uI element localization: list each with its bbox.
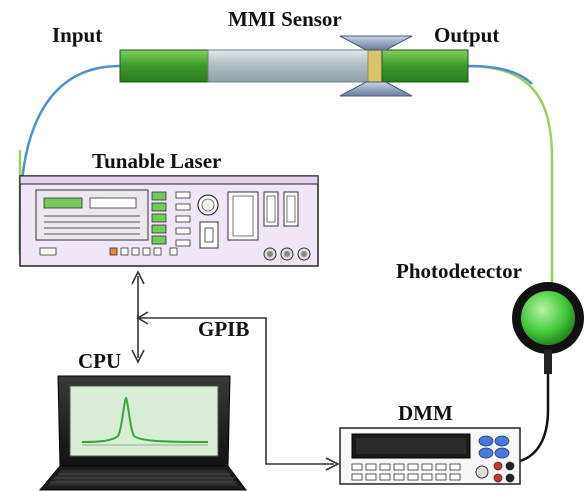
laptop-screen xyxy=(69,385,219,457)
laser-small-keys xyxy=(175,191,191,247)
sensor-input-fiber-segment xyxy=(119,49,209,83)
dmm-knob xyxy=(475,465,489,479)
gpib-bus-line xyxy=(138,317,334,465)
laser-connectors xyxy=(263,247,311,261)
laser-display-bar-green xyxy=(43,197,83,209)
laser-display-frame xyxy=(35,189,149,241)
laser-display-bar xyxy=(89,197,137,209)
sensor-gold-band xyxy=(367,49,383,83)
mmi-sensor xyxy=(119,35,469,97)
laptop-trace xyxy=(81,396,209,443)
sensor-output-fiber-segment xyxy=(381,49,469,83)
detector-lens xyxy=(521,291,575,345)
output-fiber-blue xyxy=(467,64,533,85)
laser-bottom-keys xyxy=(39,247,178,256)
output-label: Output xyxy=(434,23,499,47)
sensor-clamp-bottom xyxy=(339,81,413,97)
dmm-blue-keys xyxy=(478,435,510,459)
output-fiber xyxy=(467,64,554,290)
gpib-connections xyxy=(131,270,340,471)
sensor-multimode-section xyxy=(207,49,369,83)
detector-to-dmm-cable xyxy=(515,372,550,464)
dmm-keypad xyxy=(351,463,461,481)
dmm-terminals xyxy=(493,461,515,483)
cpu-laptop xyxy=(38,375,247,491)
mmi-sensor-label: MMI Sensor xyxy=(228,7,342,31)
photodetector xyxy=(512,282,584,374)
photodetector-label: Photodetector xyxy=(396,259,522,283)
cpu-label: CPU xyxy=(78,349,121,373)
detector-stem xyxy=(544,350,552,374)
dmm xyxy=(339,427,521,485)
sensor-clamp-top xyxy=(339,35,413,51)
tunable-laser-label: Tunable Laser xyxy=(92,149,221,173)
dmm-label: DMM xyxy=(398,401,453,425)
input-label: Input xyxy=(52,23,102,47)
gpib-label: GPIB xyxy=(198,317,249,341)
tunable-laser xyxy=(19,175,319,267)
laser-top-strip xyxy=(19,175,319,185)
laser-green-key-column xyxy=(151,191,167,245)
